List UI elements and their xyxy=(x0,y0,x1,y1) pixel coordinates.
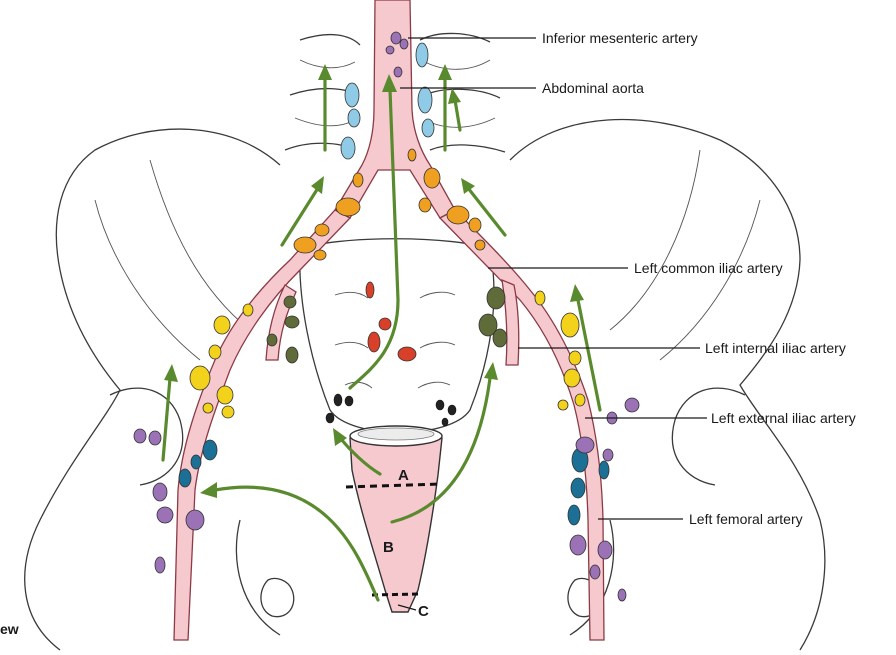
rectum-anal-canal xyxy=(346,426,442,612)
perirectal-nodes xyxy=(326,394,456,426)
label-inferior-mesenteric-artery: Inferior mesenteric artery xyxy=(542,30,698,46)
label-left-femoral-artery: Left femoral artery xyxy=(689,511,803,527)
sacral-nodes xyxy=(366,282,416,361)
zone-label-a: A xyxy=(398,467,409,484)
label-left-external-iliac-artery: Left external iliac artery xyxy=(711,410,856,426)
label-abdominal-aorta: Abdominal aorta xyxy=(542,80,644,96)
zone-label-b: B xyxy=(383,539,394,556)
label-left-common-iliac-artery: Left common iliac artery xyxy=(634,260,783,276)
corner-text-fragment: ew xyxy=(0,621,19,637)
left-iliac-femoral-vessel xyxy=(440,210,604,640)
label-left-internal-iliac-artery: Left internal iliac artery xyxy=(705,340,846,356)
zone-label-c: C xyxy=(418,603,429,620)
external-iliac-nodes xyxy=(190,291,585,418)
